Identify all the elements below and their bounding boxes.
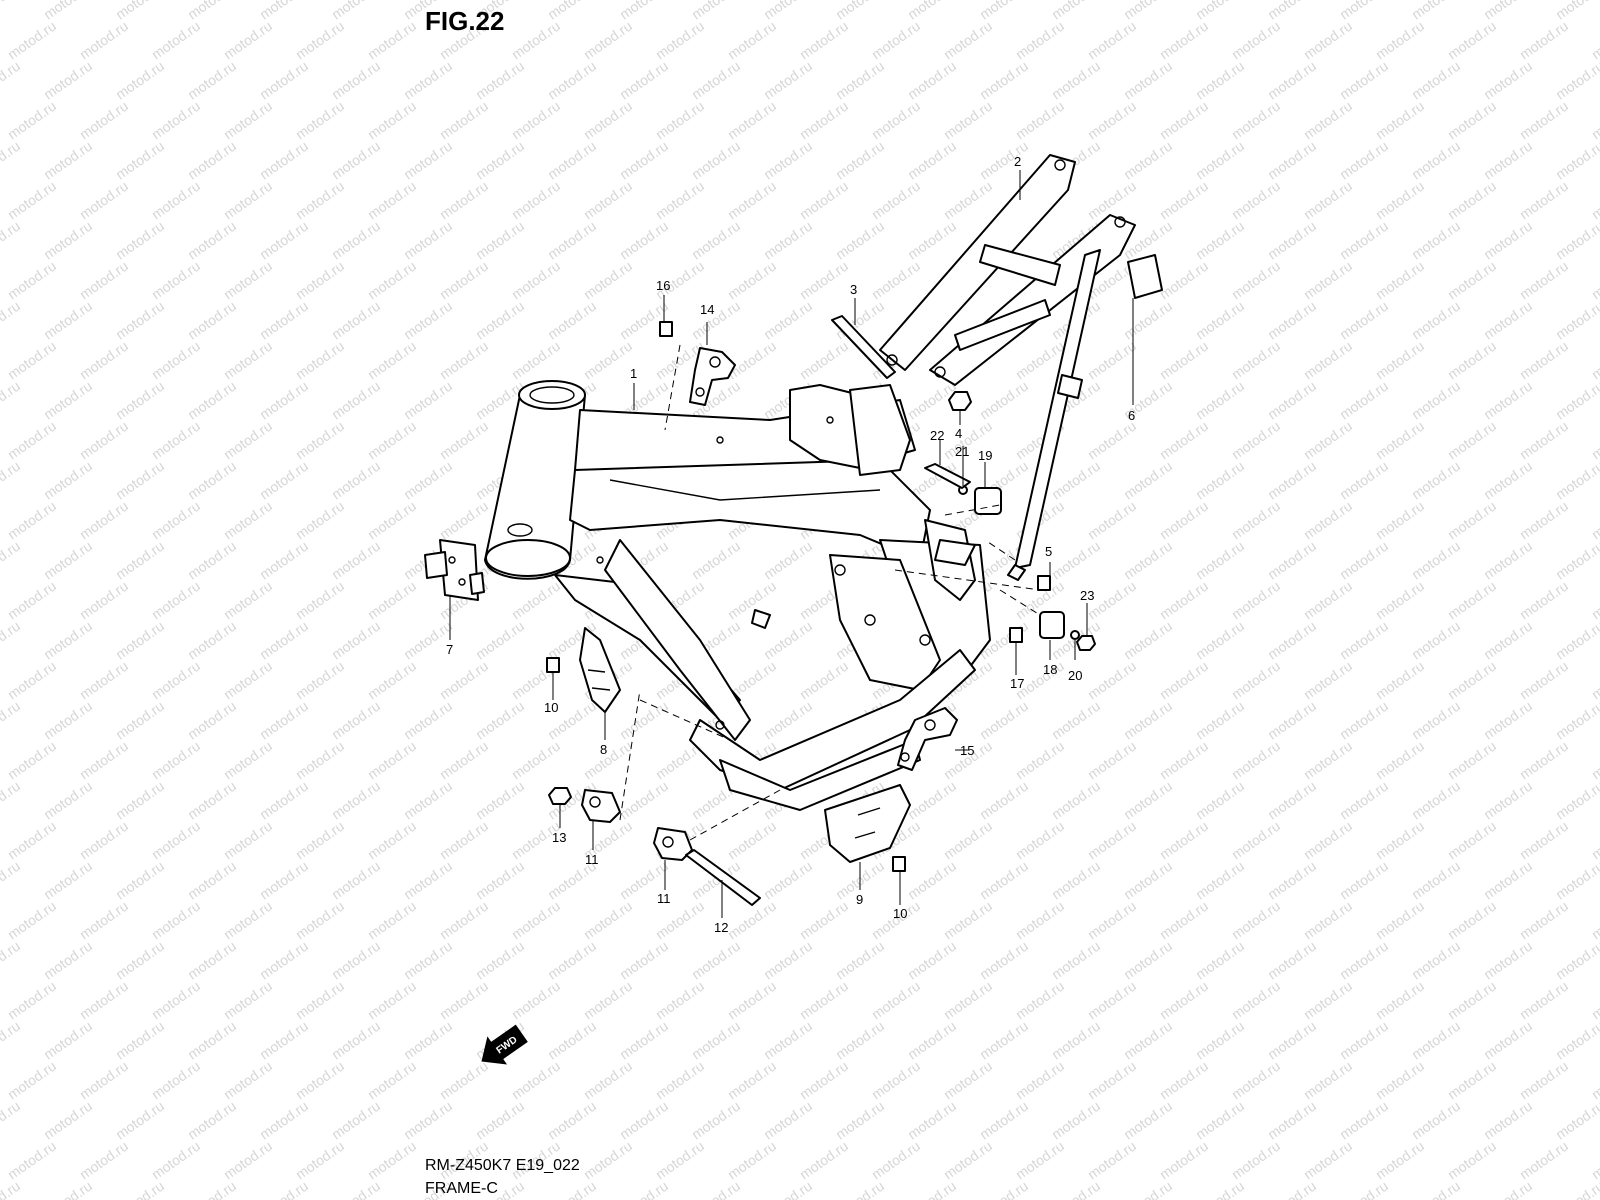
figure-title: FIG.22 (425, 6, 505, 36)
frame-guard-right (824, 784, 911, 863)
bolt (831, 315, 896, 379)
callout-15: 15 (960, 743, 974, 758)
callout-2: 2 (1014, 154, 1021, 169)
callout-10a: 10 (544, 700, 558, 715)
model-code: RM-Z450K7 E19_022 (425, 1157, 580, 1174)
main-frame (484, 380, 991, 811)
bolt (546, 657, 560, 673)
callout-21: 21 (955, 444, 969, 459)
collar (1039, 611, 1065, 639)
callout-19: 19 (978, 448, 992, 463)
bolt (659, 321, 673, 337)
leader-lines (449, 170, 1134, 918)
callout-3: 3 (850, 282, 857, 297)
callout-22: 22 (930, 428, 944, 443)
callout-8: 8 (600, 742, 607, 757)
callout-11a: 11 (585, 852, 599, 867)
frame-guard-left (579, 627, 621, 713)
nut (948, 391, 972, 411)
bolt (892, 856, 906, 872)
callout-12: 12 (714, 920, 728, 935)
callout-5: 5 (1045, 544, 1052, 559)
callout-16: 16 (656, 278, 670, 293)
seat-rail (879, 154, 1136, 581)
cushion (1127, 254, 1163, 299)
callout-10b: 10 (893, 906, 907, 921)
engine-mount-bracket (581, 789, 621, 823)
callout-18: 18 (1043, 662, 1057, 677)
callout-23: 23 (1080, 588, 1094, 603)
callout-labels: 1 2 3 4 5 6 7 8 9 10 10 11 11 12 13 14 1… (446, 154, 1135, 935)
engine-mount-bracket-rear (897, 707, 958, 771)
callout-4: 4 (955, 426, 962, 441)
mounting-lines (619, 344, 1041, 841)
callout-11b: 11 (657, 891, 671, 906)
bolt (1009, 627, 1023, 643)
callout-1: 1 (630, 366, 637, 381)
bracket (424, 539, 485, 601)
bolt (685, 849, 761, 906)
nut (1076, 635, 1096, 651)
engine-mount-bracket (653, 827, 693, 861)
washer (1070, 630, 1080, 640)
bolt (1037, 575, 1051, 591)
callout-9: 9 (856, 892, 863, 907)
callout-20: 20 (1068, 668, 1082, 683)
forward-arrow-icon: FWD (481, 1024, 528, 1065)
collar (974, 487, 1002, 515)
callout-6: 6 (1128, 408, 1135, 423)
callout-13: 13 (552, 830, 566, 845)
callout-7: 7 (446, 642, 453, 657)
callout-17: 17 (1010, 676, 1024, 691)
bolt (924, 463, 971, 489)
section-name: FRAME-C (425, 1180, 498, 1197)
callout-14: 14 (700, 302, 714, 317)
engine-mount-bracket-upper (689, 347, 736, 406)
nut (548, 787, 572, 805)
